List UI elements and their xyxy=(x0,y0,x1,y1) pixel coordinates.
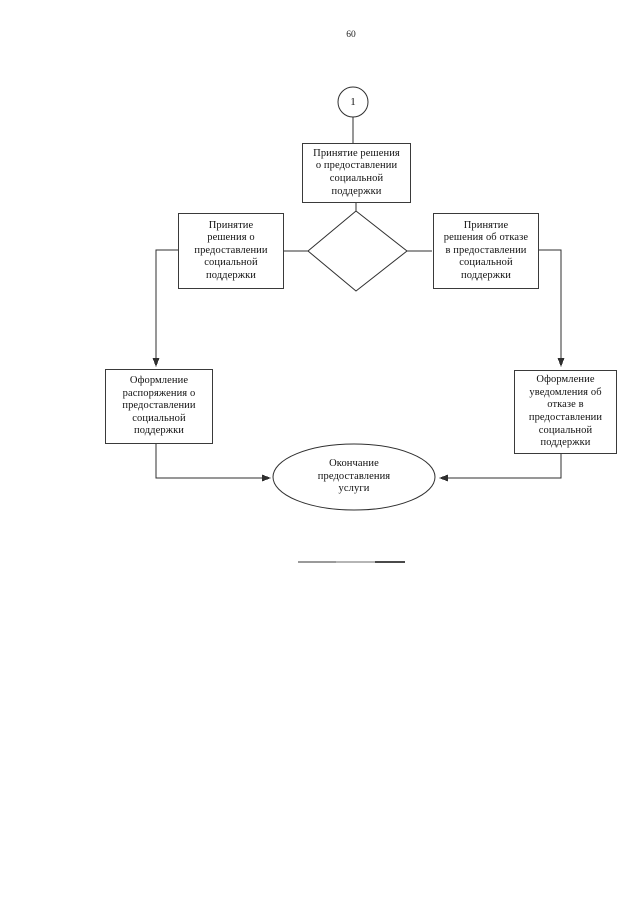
top-process-box: Принятие решения о предоставлении социал… xyxy=(302,143,411,203)
footnote-separator-segment-light xyxy=(298,561,336,563)
arrow-right-box-to-right-output xyxy=(537,249,565,367)
footnote-separator-segment-dark xyxy=(375,561,405,563)
terminator-label: Окончание предоставления услуги xyxy=(317,458,391,495)
arrow-left-output-to-terminator xyxy=(155,442,271,482)
terminator-ellipse xyxy=(272,443,436,511)
connector-circle-shape xyxy=(337,86,369,118)
footnote-separator-segment-mid xyxy=(336,561,375,563)
page-number: 60 xyxy=(346,30,356,40)
arrow-right-output-to-terminator xyxy=(439,452,562,482)
connector-circle-label: 1 xyxy=(350,96,356,108)
arrow-left-box-to-left-output xyxy=(152,249,178,367)
decision-diamond xyxy=(307,210,408,292)
left-process-box: Принятие решения о предоставлении социал… xyxy=(178,213,284,289)
left-output-box: Оформление распоряжения о предоставлении… xyxy=(105,369,213,444)
right-process-box: Принятие решения об отказе в предоставле… xyxy=(433,213,539,289)
right-output-box: Оформление уведомления об отказе в предо… xyxy=(514,370,617,454)
